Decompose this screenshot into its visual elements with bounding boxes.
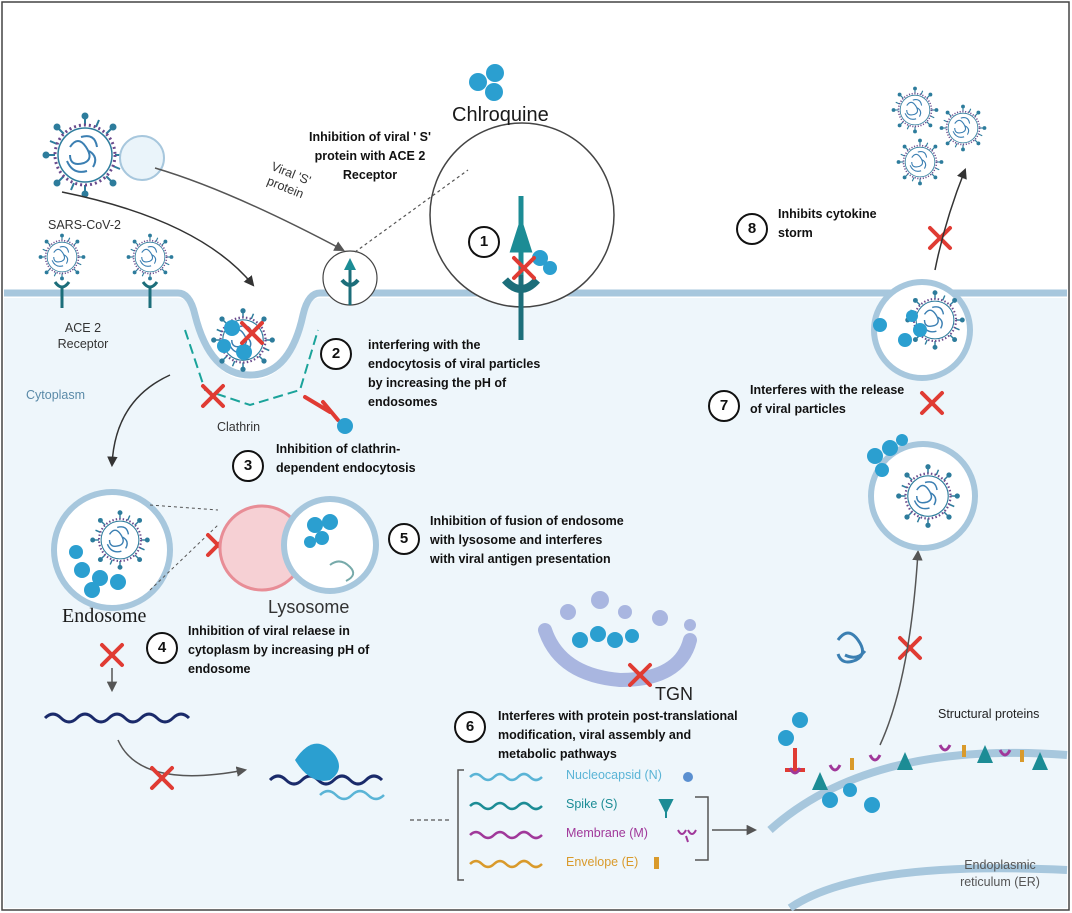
step-1-number: 1 xyxy=(468,226,500,258)
trans-golgi-network xyxy=(538,623,697,688)
top-callout: Inhibition of viral ' S' protein with AC… xyxy=(309,130,431,182)
lysosome-label: Lysosome xyxy=(268,597,350,617)
er-label: Endoplasmic reticulum (ER) xyxy=(960,858,1040,889)
ace2-label: ACE 2 Receptor xyxy=(57,321,109,351)
legend-membrane: Membrane (M) xyxy=(566,826,648,840)
structural-proteins-label: Structural proteins xyxy=(938,707,1040,721)
step-8-text: Inhibits cytokine storm xyxy=(778,207,877,240)
step-6-number: 6 xyxy=(454,711,486,743)
step-7-text: Interferes with the release of viral par… xyxy=(750,383,905,416)
step-4-text: Inhibition of viral relaese in cytoplasm… xyxy=(188,624,370,676)
step-6-text: Interferes with protein post-translation… xyxy=(498,709,738,761)
step-2-text: interfering with the endocytosis of vira… xyxy=(368,338,541,409)
legend-nucleocapsid: Nucleocapsid (N) xyxy=(566,768,662,782)
step-8-number: 8 xyxy=(736,213,768,245)
step-7-number: 7 xyxy=(708,390,740,422)
step-3-text: Inhibition of clathrin-dependent endocyt… xyxy=(276,442,416,475)
cell-membrane xyxy=(4,289,1067,379)
endosome-label: Endosome xyxy=(62,605,147,627)
legend-spike-label: Spike (S) xyxy=(566,797,618,811)
legend-spike: Spike (S) xyxy=(566,797,617,811)
clathrin-label: Clathrin xyxy=(217,420,261,434)
legend-envelope-label: Envelope (E) xyxy=(566,855,639,869)
legend-nucleocapsid-label: Nucleocapsid (N) xyxy=(566,768,662,782)
er-membrane xyxy=(767,748,1068,833)
step-5-number: 5 xyxy=(388,523,420,555)
cytoplasm-label: Cytoplasm xyxy=(26,388,86,402)
legend-membrane-label: Membrane (M) xyxy=(566,826,648,840)
viral-rna xyxy=(43,712,191,724)
sars-cov-2-virion xyxy=(41,111,129,199)
drug-label: Chlroquine xyxy=(452,104,549,126)
step-2-number: 2 xyxy=(320,338,352,370)
lysosome xyxy=(281,496,379,594)
step-4-number: 4 xyxy=(146,632,178,664)
legend-envelope: Envelope (E) xyxy=(566,855,638,869)
step-5-text: Inhibition of fusion of endosome with ly… xyxy=(430,514,624,566)
virus-label: SARS-CoV-2 xyxy=(48,218,121,232)
cytoplasm-region xyxy=(4,298,1067,908)
tgn-label: TGN xyxy=(655,684,693,704)
step-3-number: 3 xyxy=(232,450,264,482)
